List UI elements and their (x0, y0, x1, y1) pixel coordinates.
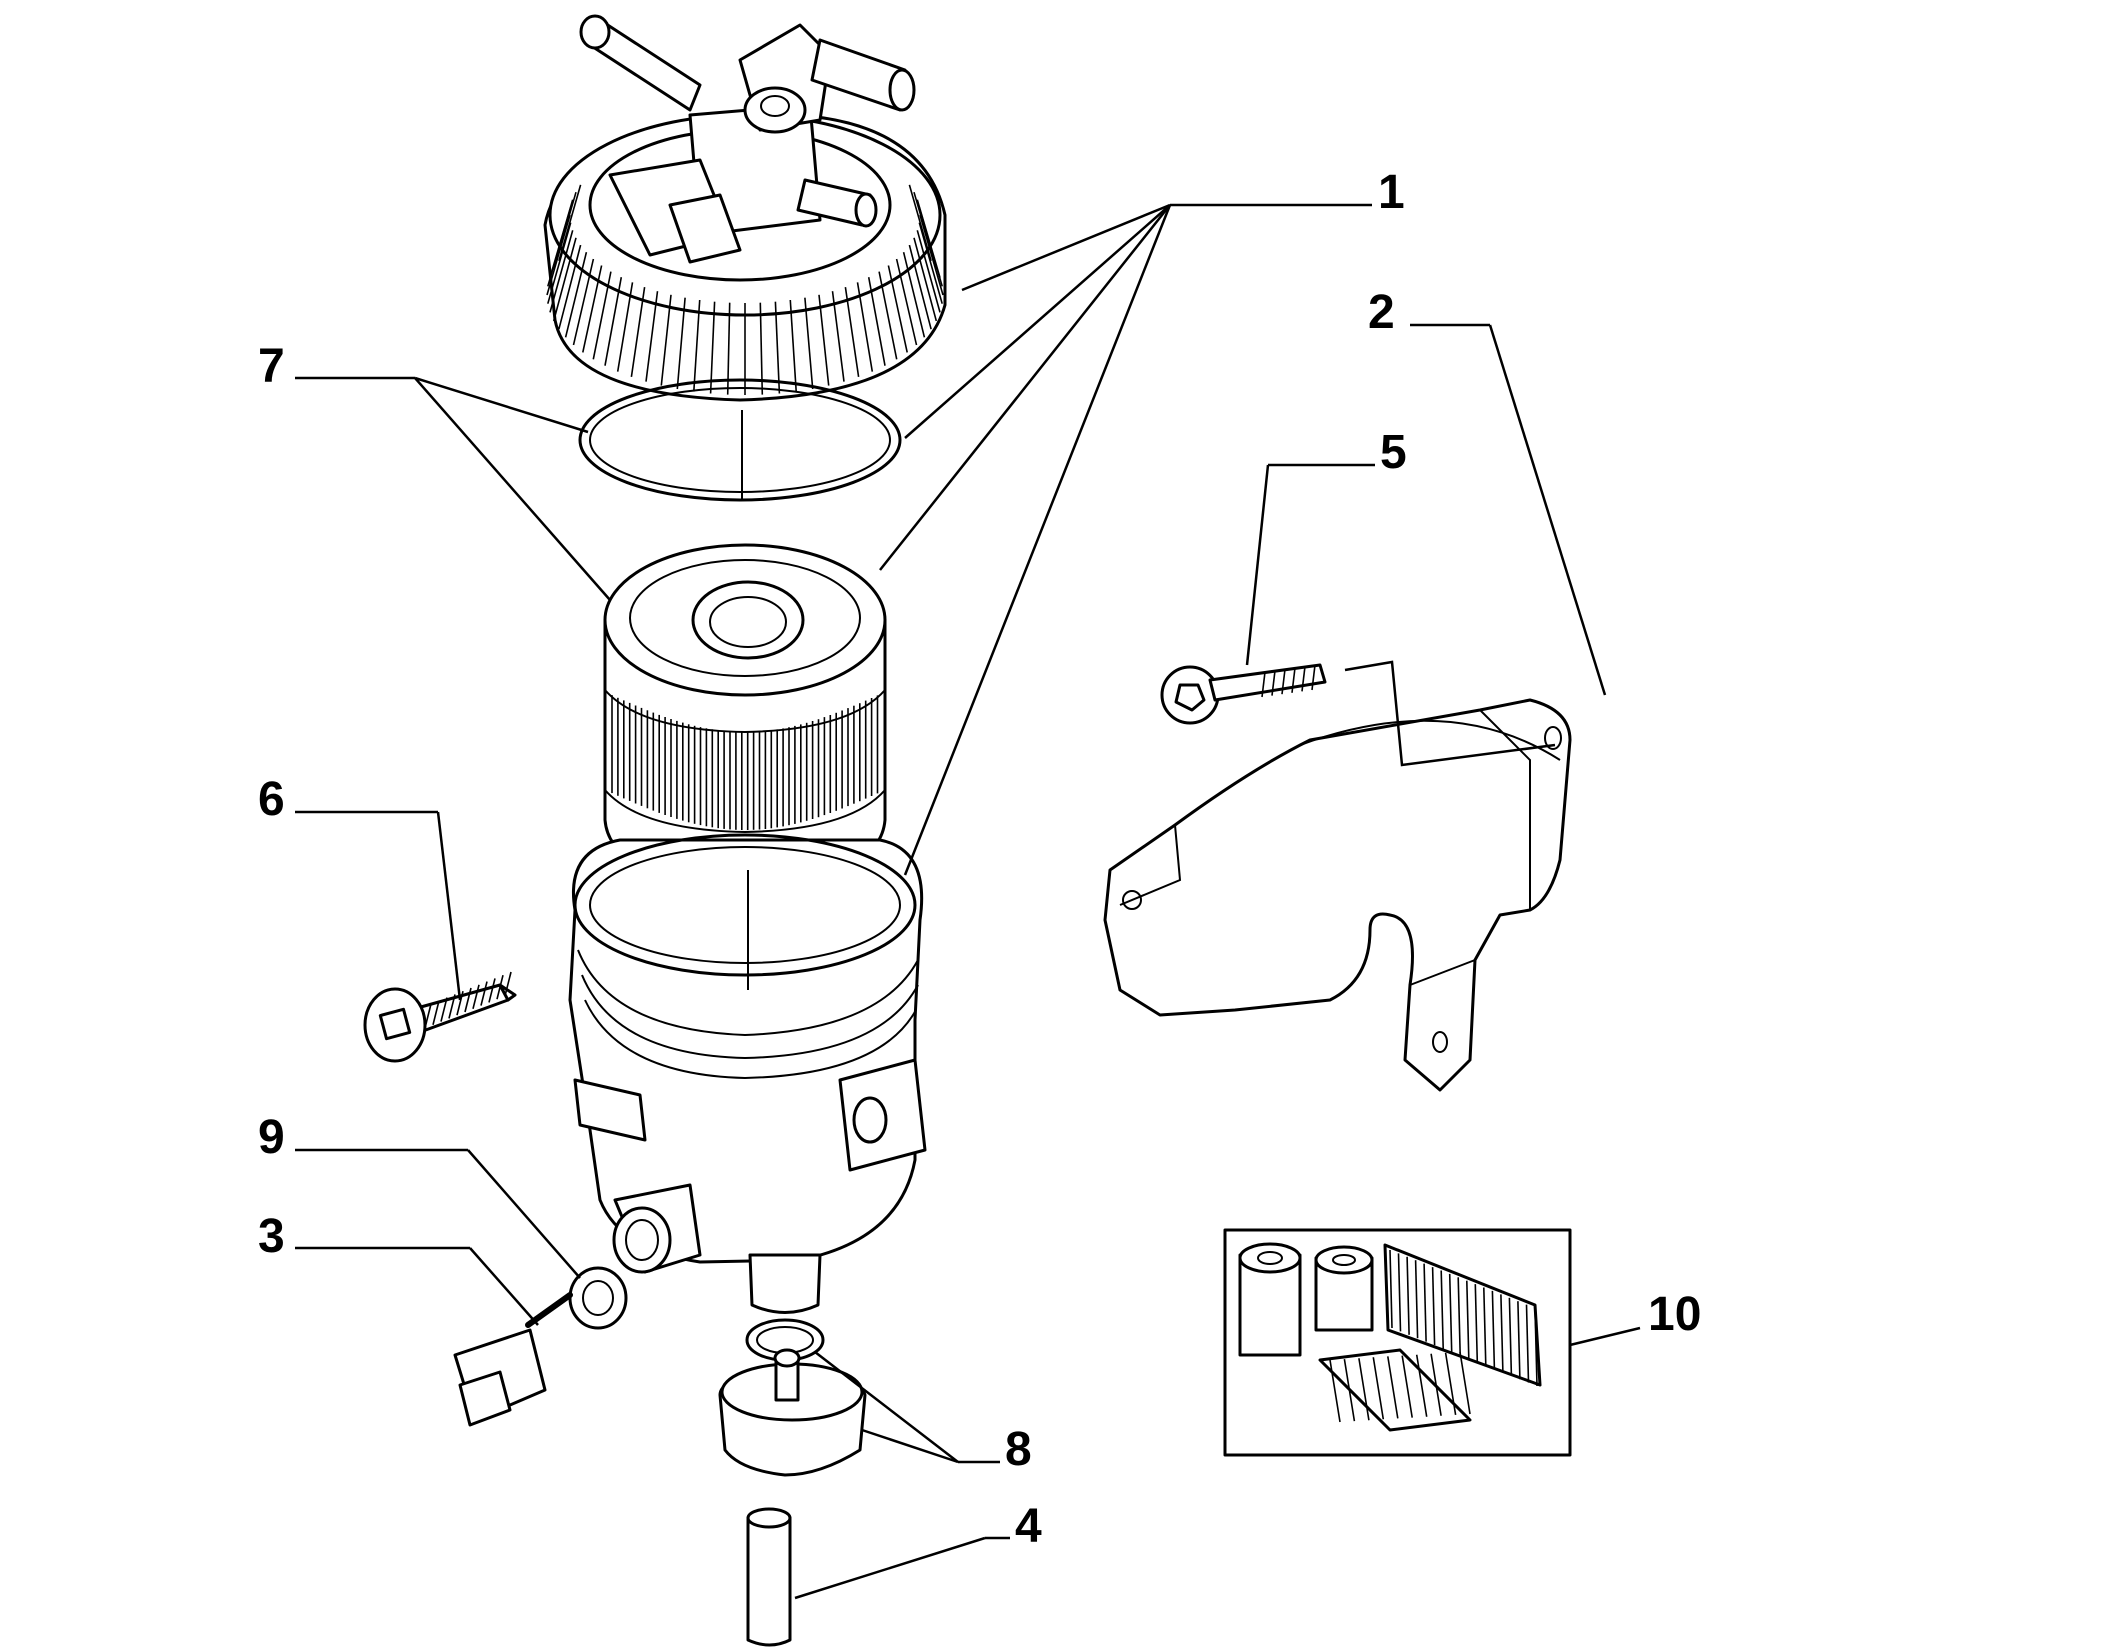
filter-head (543, 14, 947, 402)
callout-8: 8 (1005, 1423, 1032, 1476)
callout-7: 7 (258, 340, 285, 393)
drain-tube (746, 1507, 792, 1647)
bolt-thread (1261, 664, 1316, 698)
kit-pleats (1329, 1249, 1538, 1423)
leader-lines (295, 203, 1641, 1600)
collar-ribs (546, 184, 944, 395)
mounting-bracket (1103, 698, 1572, 1092)
drain-plug (718, 1348, 867, 1477)
callout-5: 5 (1380, 426, 1407, 479)
filter-kit (1223, 1228, 1572, 1457)
callout-9: 9 (258, 1111, 285, 1164)
water-sensor (453, 1292, 573, 1427)
cartridge-pleats (611, 695, 879, 830)
callout-6: 6 (258, 773, 285, 826)
callout-1: 1 (1378, 166, 1405, 219)
callout-10: 10 (1648, 1288, 1701, 1341)
o-ring-large (578, 378, 902, 502)
socket-bolt (1160, 663, 1327, 725)
callout-3: 3 (258, 1210, 285, 1263)
callout-2: 2 (1368, 286, 1395, 339)
filter-cartridge (603, 543, 887, 887)
callout-4: 4 (1015, 1500, 1042, 1553)
self-tapping-screw (363, 971, 517, 1063)
screw-thread (424, 971, 512, 1029)
washer (568, 1266, 628, 1330)
filter-bowl (568, 833, 927, 1314)
